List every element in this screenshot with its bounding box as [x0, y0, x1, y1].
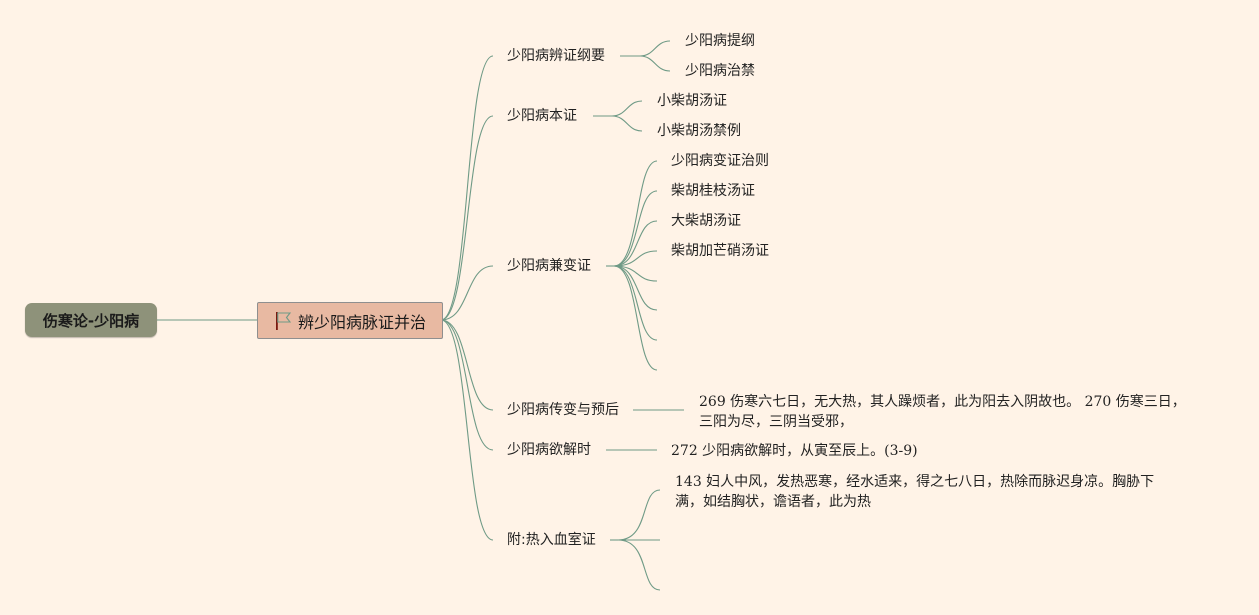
main-topic[interactable]: 辨少阳病脉证并治 — [257, 302, 443, 339]
subtopic[interactable]: 少阳病变证治则 — [671, 153, 769, 169]
branch-core-syndrome-label[interactable]: 少阳病本证 — [507, 108, 577, 124]
note-transmission: 269 伤寒六七日，无大热，其人躁烦者，此为阳去入阴故也。 270 伤寒三日，三… — [699, 394, 1186, 430]
subtopic[interactable]: 小柴胡汤禁例 — [657, 123, 741, 139]
branch-transmission-label[interactable]: 少阳病传变与预后 — [507, 402, 619, 418]
subtopic[interactable]: 柴胡桂枝汤证 — [671, 183, 755, 199]
root-topic[interactable]: 伤寒论-少阳病 — [25, 303, 157, 337]
note-resolution-time: 272 少阳病欲解时，从寅至辰上。(3-9) — [671, 443, 918, 459]
branch-outline-label[interactable]: 少阳病辨证纲要 — [507, 48, 605, 64]
subtopic[interactable]: 小柴胡汤证 — [657, 93, 727, 109]
branch-blood-chamber-label[interactable]: 附:热入血室证 — [507, 532, 596, 548]
branch-concurrent-label[interactable]: 少阳病兼变证 — [507, 258, 591, 274]
note-blood-chamber: 143 妇人中风，发热恶寒，经水适来，得之七八日，热除而脉迟身凉。胸胁下满，如结… — [675, 474, 1155, 510]
main-topic-label: 辨少阳病脉证并治 — [297, 312, 426, 332]
subtopic[interactable]: 少阳病提纲 — [685, 33, 755, 49]
red-flag-icon — [275, 311, 292, 330]
subtopic[interactable]: 大柴胡汤证 — [671, 213, 741, 229]
subtopic[interactable]: 少阳病治禁 — [685, 63, 755, 79]
branch-resolution-time-label[interactable]: 少阳病欲解时 — [507, 442, 591, 458]
subtopic[interactable]: 柴胡加芒硝汤证 — [671, 243, 769, 259]
root-topic-label: 伤寒论-少阳病 — [42, 311, 140, 330]
